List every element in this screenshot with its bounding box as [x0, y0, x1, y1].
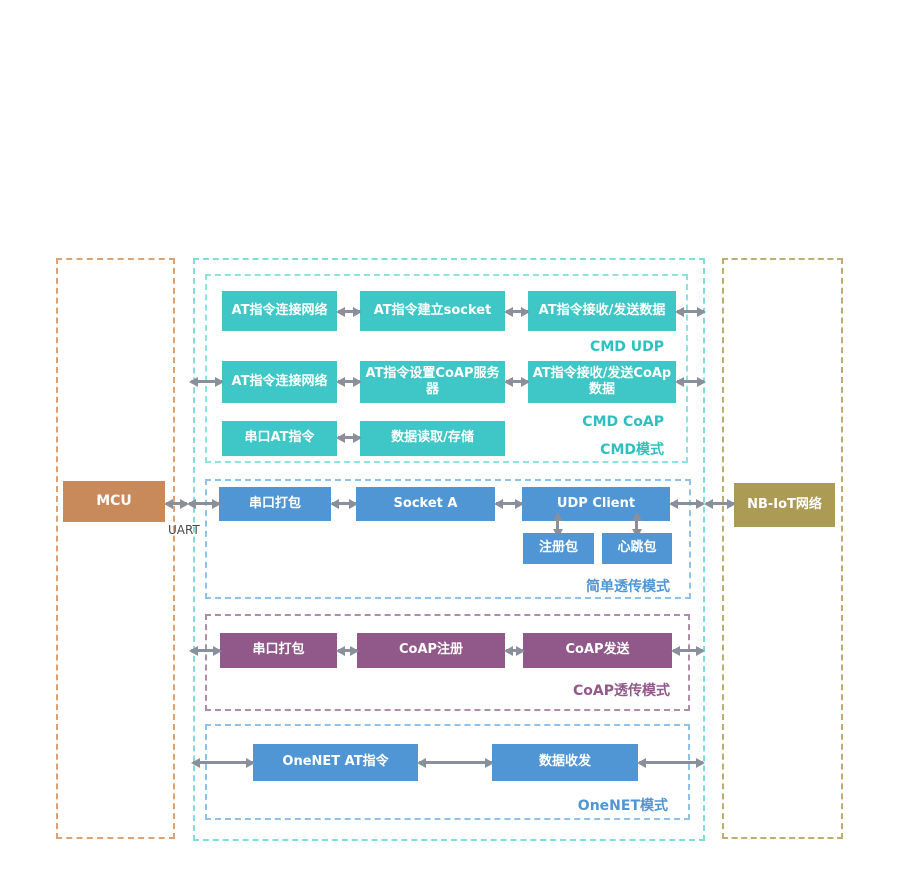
arrow-border-nbiot — [704, 498, 736, 509]
onenet-mode-frame — [205, 724, 690, 820]
node-serial-at-command: 串口AT指令 — [222, 421, 337, 456]
arrow-udp-1-2 — [336, 306, 362, 317]
mcu-column-frame — [56, 258, 175, 839]
node-serial-pack: 串口打包 — [219, 487, 331, 521]
node-at-connect-network-udp: AT指令连接网络 — [222, 291, 337, 331]
coap-mode-frame — [205, 614, 690, 711]
arrow-coaprow-right — [675, 376, 706, 387]
node-udp-client: UDP Client — [522, 487, 670, 521]
arrow-udpclient-border — [669, 498, 705, 509]
arrow-coapmode-1-2 — [336, 645, 359, 656]
label-coap-mode: CoAP透传模式 — [573, 683, 670, 699]
arrow-coapmode-left — [189, 645, 222, 656]
node-at-connect-network-coap: AT指令连接网络 — [222, 361, 337, 403]
arrow-onenet-left — [191, 757, 255, 768]
node-at-create-socket: AT指令建立socket — [360, 291, 505, 331]
node-onenet-at-command: OneNET AT指令 — [253, 744, 418, 781]
arrow-onenet-right — [637, 757, 705, 768]
node-register-packet: 注册包 — [523, 533, 594, 564]
arrow-mcu-uart — [164, 498, 189, 509]
label-onenet-mode: OneNET模式 — [577, 798, 668, 814]
node-heartbeat-packet: 心跳包 — [602, 533, 672, 564]
node-at-send-receive-coap-data: AT指令接收/发送CoAp数据 — [528, 361, 676, 403]
label-cmd-coap: CMD CoAP — [582, 414, 664, 430]
node-mcu: MCU — [63, 481, 165, 522]
node-data-send-receive: 数据收发 — [492, 744, 638, 781]
arrow-onenet-1-2 — [417, 757, 494, 768]
label-uart: UART — [168, 523, 200, 537]
arrow-uart-pack — [187, 498, 221, 509]
arrow-coaprow-1-2 — [336, 376, 362, 387]
arrow-serial-1-2 — [336, 432, 362, 443]
arrow-coaprow-left — [189, 376, 224, 387]
node-coap-register: CoAP注册 — [357, 633, 505, 668]
arrow-coapmode-2-3 — [504, 645, 525, 656]
cmd-mode-frame — [205, 274, 688, 463]
node-at-set-coap-server: AT指令设置CoAP服务器 — [360, 361, 505, 403]
arrow-pack-socket — [330, 498, 358, 509]
label-cmd-mode: CMD模式 — [600, 442, 664, 458]
arrow-udp-right — [675, 306, 706, 317]
arrow-coaprow-2-3 — [504, 376, 530, 387]
node-coap-send: CoAP发送 — [523, 633, 672, 668]
label-transparent-mode: 简单透传模式 — [586, 579, 670, 595]
node-nbiot-network: NB-IoT网络 — [734, 483, 835, 527]
nbiot-column-frame — [722, 258, 843, 839]
arrow-socket-udpclient — [494, 498, 524, 509]
node-coap-serial-pack: 串口打包 — [220, 633, 337, 668]
transparent-mode-frame — [205, 479, 691, 599]
node-data-read-store: 数据读取/存储 — [360, 421, 505, 456]
node-at-send-receive-data: AT指令接收/发送数据 — [528, 291, 676, 331]
arrow-coapmode-right — [671, 645, 705, 656]
arrow-udp-2-3 — [504, 306, 530, 317]
node-socket-a: Socket A — [356, 487, 495, 521]
label-cmd-udp: CMD UDP — [590, 339, 664, 355]
module-outer-frame — [193, 258, 705, 841]
